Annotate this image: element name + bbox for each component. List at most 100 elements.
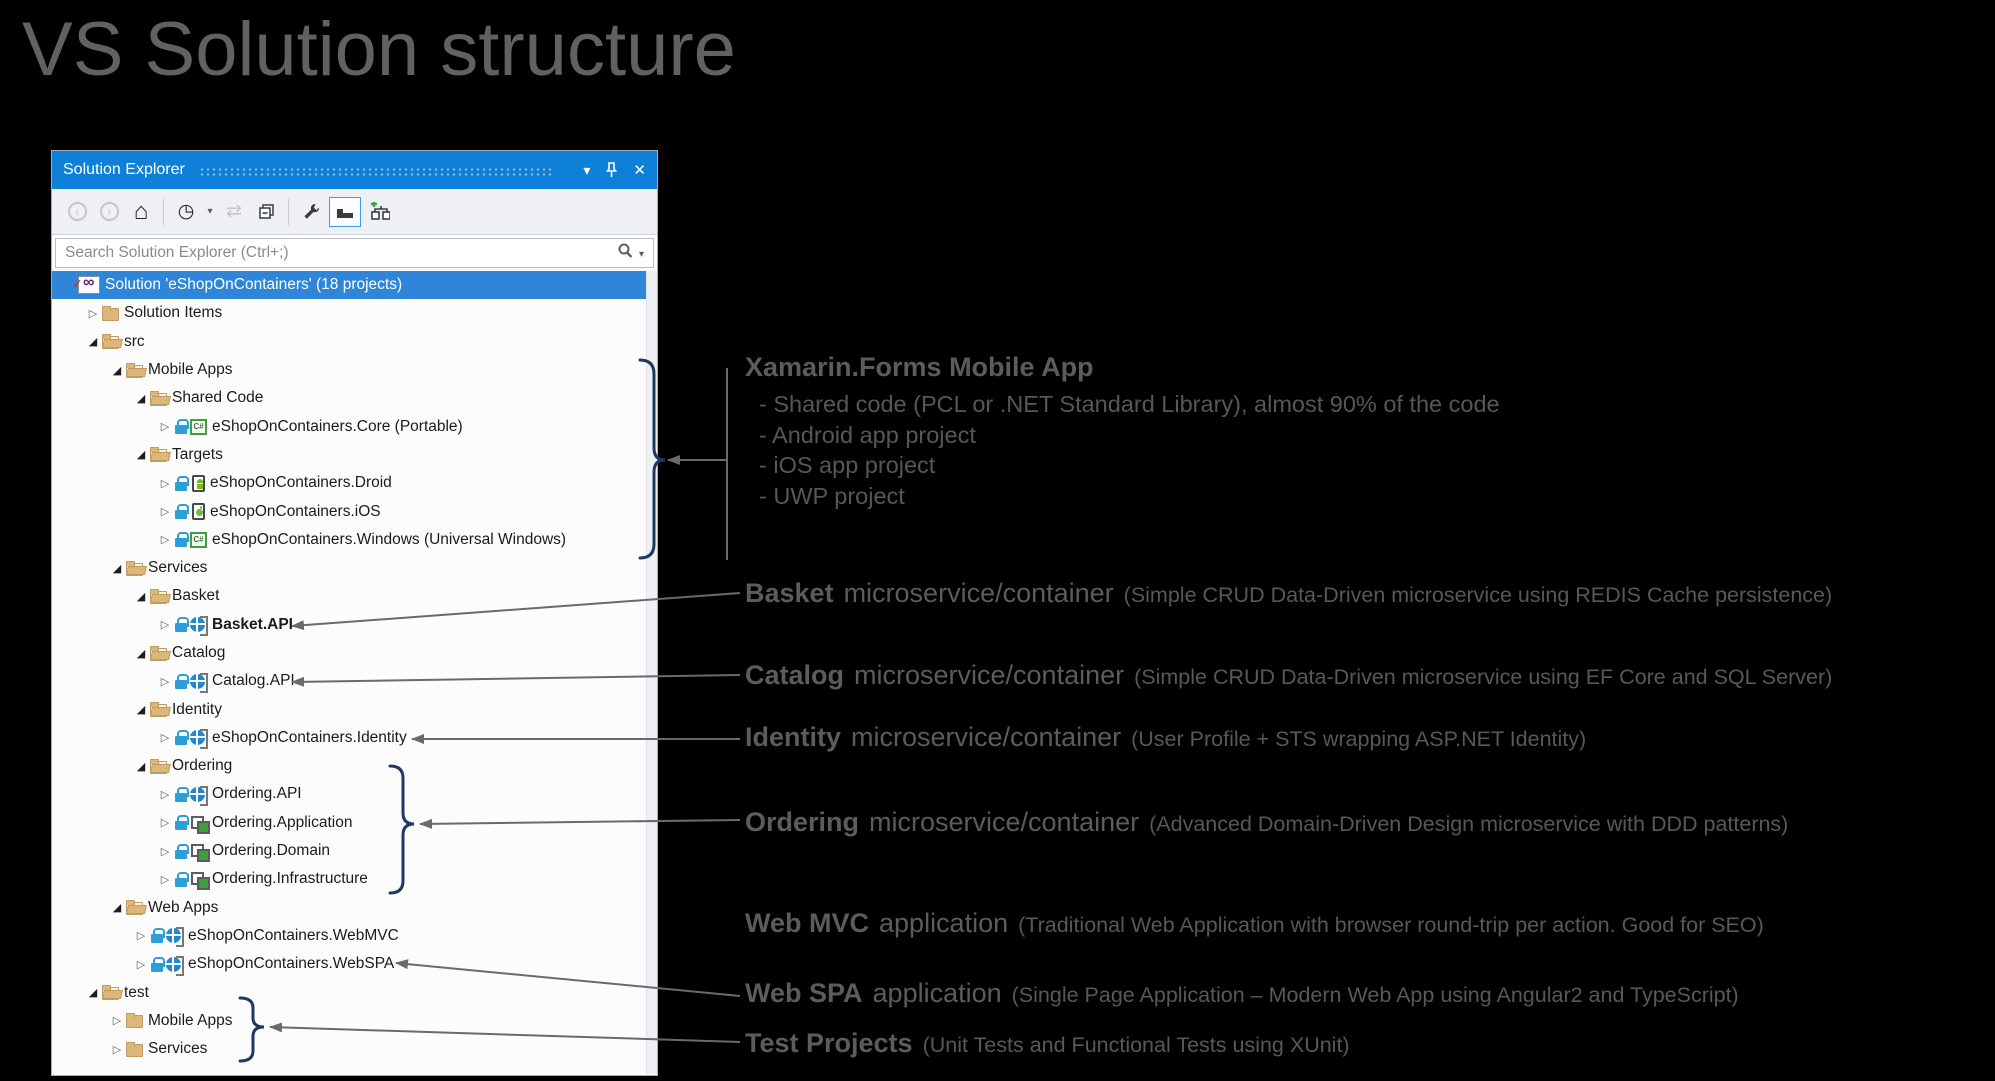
expand-glyph[interactable]: ◢	[136, 647, 146, 660]
tree-item-label[interactable]: Ordering.API	[212, 785, 302, 803]
expand-glyph[interactable]: ▷	[160, 845, 170, 858]
tree-item-label[interactable]: Ordering.Application	[212, 813, 353, 831]
expand-glyph[interactable]: ▷	[160, 732, 170, 745]
properties-wrench-icon[interactable]	[297, 197, 325, 227]
tree-item-label[interactable]: Web Apps	[148, 898, 219, 916]
search-magnifier-icon[interactable]	[616, 242, 634, 265]
tree-row[interactable]: ◢ Basket	[52, 582, 657, 610]
tree-item-label[interactable]: Ordering	[172, 757, 233, 775]
tree-item-label[interactable]: Targets	[172, 445, 223, 463]
tree-item-label[interactable]: eShopOnContainers.Windows (Universal Win…	[212, 530, 567, 548]
back-icon[interactable]: ‹	[63, 197, 91, 227]
tree-row[interactable]: ▷ Basket.API	[52, 611, 657, 639]
tree-row[interactable]: ▷ Mobile Apps	[52, 1007, 657, 1035]
sync-icon[interactable]	[220, 197, 248, 227]
expand-glyph[interactable]: ◢	[136, 392, 146, 405]
pin-icon[interactable]	[605, 162, 618, 178]
tree-item-label[interactable]: Catalog	[172, 644, 226, 661]
expand-glyph[interactable]: ▷	[160, 619, 170, 632]
tree-row[interactable]: ▷ Ordering.Domain	[52, 837, 657, 865]
tree-row[interactable]: ◢ Identity	[52, 695, 657, 723]
tree-item-label[interactable]: Solution Items	[124, 304, 223, 322]
expand-glyph[interactable]: ◢	[112, 562, 122, 575]
tree-row[interactable]: ◢ Targets	[52, 441, 657, 469]
expand-glyph[interactable]: ▷	[160, 421, 170, 434]
tree-row[interactable]: ◢ Web Apps	[52, 894, 657, 922]
tree-item-label[interactable]: Basket	[172, 587, 220, 605]
tree-item-label[interactable]: test	[124, 983, 149, 1001]
pending-changes-icon[interactable]	[172, 197, 200, 227]
expand-glyph[interactable]: ◢	[112, 364, 122, 377]
tree-row[interactable]: ▷ Ordering.API	[52, 780, 657, 808]
expand-glyph[interactable]: ◢	[112, 902, 122, 915]
expand-glyph[interactable]: ▷	[112, 1015, 122, 1028]
tree-row[interactable]: ▷ Catalog.API	[52, 667, 657, 695]
vertical-scrollbar[interactable]	[646, 271, 657, 1074]
tree-item-label[interactable]: Services	[148, 1040, 208, 1058]
tree-row[interactable]: Solution 'eShopOnContainers' (18 project…	[52, 271, 657, 300]
close-icon[interactable]	[633, 161, 646, 179]
tree-item-label[interactable]: Solution 'eShopOnContainers' (18 project…	[105, 276, 403, 294]
titlebar-drag-texture[interactable]	[198, 166, 555, 176]
expand-glyph[interactable]: ▷	[136, 930, 146, 943]
tree-row[interactable]: ▷ eShopOnContainers.WebMVC	[52, 922, 657, 950]
tree-row[interactable]: ◢ Ordering	[52, 752, 657, 780]
expand-glyph[interactable]: ▷	[136, 958, 146, 971]
tree-item-label[interactable]: Services	[148, 559, 208, 577]
tree-item-label[interactable]: eShopOnContainers.WebMVC	[188, 926, 399, 944]
expand-glyph[interactable]: ◢	[136, 704, 146, 717]
tree-row[interactable]: ▷ Ordering.Infrastructure	[52, 865, 657, 893]
tree-row[interactable]: ▷ Solution Items	[52, 299, 657, 327]
expand-glyph[interactable]: ◢	[88, 336, 98, 349]
tree-row[interactable]: ▷ eShopOnContainers.WebSPA	[52, 950, 657, 978]
expand-glyph[interactable]: ▷	[112, 1043, 122, 1056]
expand-glyph[interactable]: ▷	[160, 477, 170, 490]
tree-row[interactable]: ◢ test	[52, 978, 657, 1006]
expand-glyph[interactable]: ▷	[88, 307, 98, 320]
tree-row[interactable]: ▷ eShopOnContainers.Windows (Universal W…	[52, 526, 657, 554]
tree-item-label[interactable]: Mobile Apps	[148, 1011, 233, 1029]
tree-item-label[interactable]: Shared Code	[172, 389, 264, 407]
tree-item-label[interactable]: src	[124, 332, 145, 350]
tree-row[interactable]: ▷ Services	[52, 1035, 657, 1063]
tree-item-label[interactable]: eShopOnContainers.Droid	[210, 474, 392, 492]
window-position-chevron-icon[interactable]	[583, 162, 590, 179]
tree-item-label[interactable]: Ordering.Infrastructure	[212, 870, 368, 888]
tree-item-label[interactable]: eShopOnContainers.WebSPA	[188, 955, 395, 973]
tree-row[interactable]: ▷ eShopOnContainers.Identity	[52, 724, 657, 752]
tree-row[interactable]: ◢ src	[52, 328, 657, 356]
panel-titlebar[interactable]: Solution Explorer	[52, 151, 657, 189]
tree-item-label[interactable]: eShopOnContainers.Identity	[212, 728, 407, 746]
expand-glyph[interactable]: ▷	[160, 817, 170, 830]
tree-item-label[interactable]: Ordering.Domain	[212, 842, 331, 860]
tree-item-label[interactable]: eShopOnContainers.iOS	[210, 502, 381, 520]
search-input[interactable]: Search Solution Explorer (Ctrl+;)	[55, 238, 654, 268]
tree-row[interactable]: ◢ Shared Code	[52, 384, 657, 412]
expand-glyph[interactable]: ◢	[136, 449, 146, 462]
forward-icon[interactable]: ›	[95, 197, 123, 227]
tree-row[interactable]: ◢ Mobile Apps	[52, 356, 657, 384]
search-dropdown-icon[interactable]	[639, 244, 644, 262]
preview-selected-items-icon[interactable]	[329, 196, 361, 227]
pending-changes-dropdown-icon[interactable]	[204, 197, 216, 227]
tree-row[interactable]: ◢ Catalog	[52, 639, 657, 667]
tree-item-label[interactable]: Catalog.API	[212, 672, 295, 690]
expand-glyph[interactable]: ▷	[160, 534, 170, 547]
tree-row[interactable]: ▷ eShopOnContainers.iOS	[52, 497, 657, 525]
expand-glyph[interactable]: ◢	[88, 987, 98, 1000]
sync-with-active-document-icon[interactable]	[365, 197, 393, 227]
collapse-all-icon[interactable]	[252, 197, 280, 227]
expand-glyph[interactable]: ◢	[136, 590, 146, 603]
tree-item-label[interactable]: eShopOnContainers.Core (Portable)	[212, 417, 463, 435]
tree-item-label[interactable]: Identity	[172, 700, 222, 718]
expand-glyph[interactable]: ▷	[160, 675, 170, 688]
expand-glyph[interactable]: ▷	[160, 873, 170, 886]
tree-row[interactable]: ▷ Ordering.Application	[52, 809, 657, 837]
tree-item-label[interactable]: Basket.API	[212, 615, 293, 633]
tree-row[interactable]: ▷ eShopOnContainers.Droid	[52, 469, 657, 497]
expand-glyph[interactable]: ▷	[160, 788, 170, 801]
expand-glyph[interactable]: ▷	[160, 506, 170, 519]
tree-row[interactable]: ▷ eShopOnContainers.Core (Portable)	[52, 412, 657, 440]
tree-row[interactable]: ◢ Services	[52, 554, 657, 582]
home-icon[interactable]	[127, 197, 155, 227]
